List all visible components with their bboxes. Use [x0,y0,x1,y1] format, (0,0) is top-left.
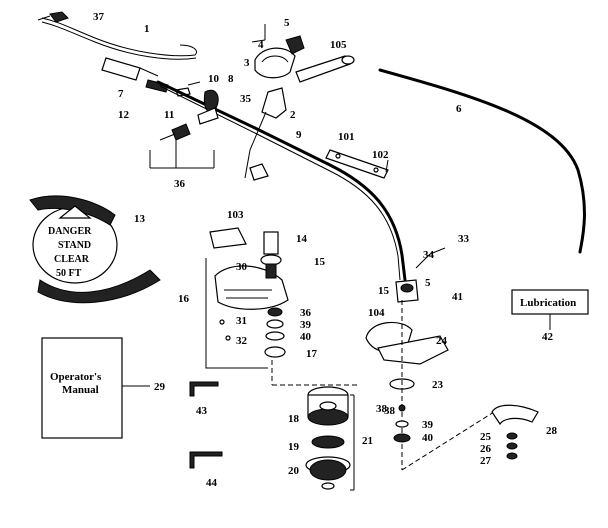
label-101: 101 [338,131,355,143]
label-11: 11 [164,109,174,121]
decal-line-4: 50 FT [56,268,82,279]
label-36b: 36 [300,307,312,319]
label-12: 12 [118,109,130,121]
decal-line-3: CLEAR [54,254,90,265]
decal-line-2: STAND [58,240,91,251]
label-36: 36 [174,178,186,190]
label-1: 1 [144,23,150,35]
main-drive-shaft [156,80,407,282]
label-14: 14 [296,233,308,245]
lower-head-stack [365,247,506,471]
label-25: 25 [480,431,492,443]
label-16: 16 [178,293,190,305]
label-23: 23 [432,379,444,391]
label-17: 17 [306,348,318,360]
label-8: 8 [228,73,234,85]
label-38b: 38 [384,405,396,417]
label-30: 30 [236,261,248,273]
label-7: 7 [118,88,124,100]
label-40b: 40 [422,432,434,444]
label-9: 9 [296,129,302,141]
label-27: 27 [480,455,492,467]
label-28: 28 [546,425,558,437]
assist-handle [244,35,355,181]
label-5b: 5 [425,277,431,289]
lubrication-box: Lubrication [511,289,589,330]
label-20: 20 [288,465,300,477]
label-10: 10 [208,73,220,85]
label-34: 34 [423,249,435,261]
blade-assembly [491,404,539,460]
label-102: 102 [372,149,389,161]
trimmer-spool [305,386,355,491]
label-2: 2 [290,109,296,121]
label-6: 6 [456,103,462,115]
label-24: 24 [436,335,448,347]
label-103: 103 [227,209,244,221]
label-13: 13 [134,213,146,225]
label-105: 105 [330,39,347,51]
label-40: 40 [300,331,312,343]
label-37: 37 [93,11,105,23]
label-33: 33 [458,233,470,245]
decal-line-1: DANGER [48,226,92,237]
manual-title-line-2: Manual [62,384,99,396]
danger-decal: DANGER STAND CLEAR 50 FT [29,195,161,304]
label-4: 4 [258,39,264,51]
label-21: 21 [362,435,373,447]
label-42: 42 [542,331,554,343]
label-32: 32 [236,335,248,347]
gear-head-stack [260,231,360,386]
label-39: 39 [300,319,312,331]
shaft-bracket [325,149,389,179]
wrench-tools [189,381,223,469]
label-39b: 39 [422,419,434,431]
label-5: 5 [284,17,290,29]
label-44: 44 [206,477,218,489]
label-31: 31 [236,315,247,327]
part-number-labels: 37 1 5 4 3 105 10 8 7 12 11 35 2 9 6 101… [93,11,558,489]
flexible-shaft [378,68,586,254]
label-15: 15 [314,256,326,268]
operators-manual: Operator's Manual [41,337,150,439]
lubrication-label: Lubrication [520,297,576,309]
label-104: 104 [368,307,385,319]
label-38: 38 [376,403,388,415]
label-41: 41 [452,291,463,303]
label-3: 3 [244,57,250,69]
label-19: 19 [288,441,300,453]
label-15b: 15 [378,285,390,297]
label-26: 26 [480,443,492,455]
manual-title-line-1: Operator's [50,371,102,383]
throttle-cable-assembly [37,11,201,97]
label-29: 29 [154,381,166,393]
label-43: 43 [196,405,208,417]
leader-lines [149,24,389,173]
label-35: 35 [240,93,252,105]
label-18: 18 [288,413,300,425]
